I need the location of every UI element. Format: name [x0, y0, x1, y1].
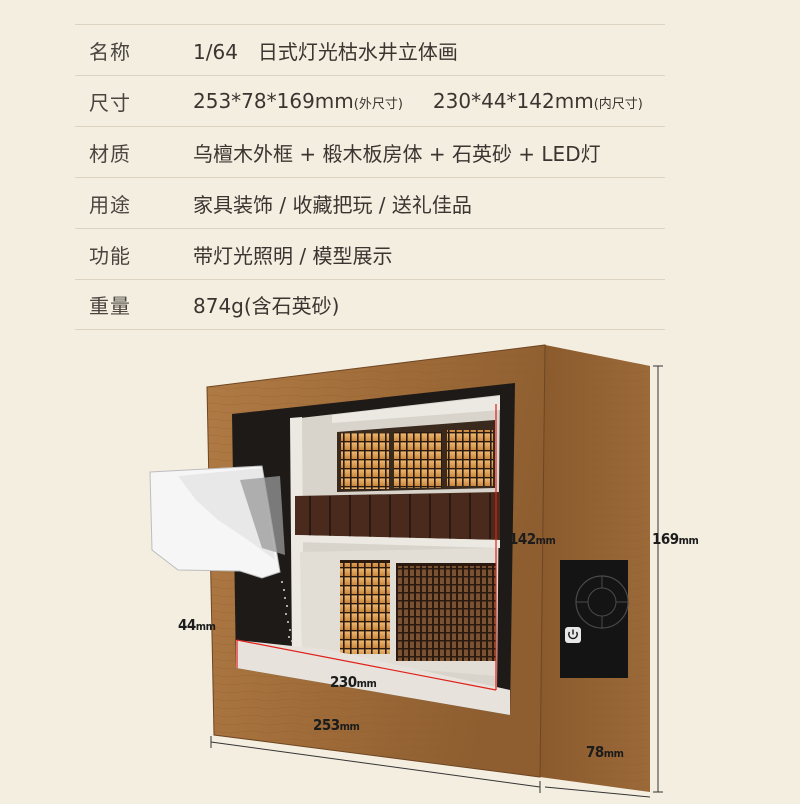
spec-row-size: 尺寸 253*78*169mm(外尺寸) 230*44*142mm(内尺寸): [75, 75, 665, 126]
spec-label: 用途: [89, 192, 131, 217]
quartz-sand-floor: [236, 640, 510, 715]
spec-label: 尺寸: [89, 90, 131, 115]
spec-value: 253*78*169mm(外尺寸) 230*44*142mm(内尺寸): [169, 89, 643, 113]
spec-value: 乌檀木外框 + 椴木板房体 + 石英砂 + LED灯: [193, 141, 601, 166]
spec-row-weight: 重量 874g(含石英砂): [75, 279, 665, 330]
spec-row-function: 功能 带灯光照明 / 模型展示: [75, 228, 665, 279]
dim-width-inner: 230mm: [330, 673, 377, 691]
dim-depth-outer: 78mm: [586, 743, 624, 761]
product-illustration: 169mm 142mm 44mm 230mm 253mm 78mm: [0, 330, 800, 800]
inner-size: 230*44*142mm: [432, 89, 594, 113]
spec-value: 874g(含石英砂): [193, 294, 340, 318]
spec-value: 家具装饰 / 收藏把玩 / 送礼佳品: [193, 192, 472, 217]
dim-height-outer: 169mm: [652, 530, 699, 548]
control-panel: [560, 560, 628, 678]
outer-size-note: (外尺寸): [353, 97, 403, 112]
sand-bag: [149, 465, 293, 642]
spec-row-usage: 用途 家具装饰 / 收藏把玩 / 送礼佳品: [75, 177, 665, 228]
spec-value: 1/64 日式灯光枯水井立体画: [193, 39, 458, 64]
spec-row-material: 材质 乌檀木外框 + 椴木板房体 + 石英砂 + LED灯: [75, 126, 665, 177]
spec-label: 材质: [89, 141, 131, 166]
spec-value: 带灯光照明 / 模型展示: [193, 243, 393, 268]
spec-label: 功能: [89, 243, 131, 268]
dim-width-outer: 253mm: [313, 716, 360, 734]
spec-row-name: 名称 1/64 日式灯光枯水井立体画: [75, 24, 665, 75]
power-icon[interactable]: [565, 627, 581, 643]
inner-size-note: (内尺寸): [593, 97, 643, 112]
spec-label: 重量: [89, 294, 131, 318]
outer-size: 253*78*169mm: [193, 89, 354, 113]
spec-label: 名称: [89, 39, 131, 64]
dimension-lines: [210, 365, 663, 798]
dim-height-inner: 142mm: [509, 530, 556, 548]
product-svg: [149, 344, 663, 798]
spec-table: 名称 1/64 日式灯光枯水井立体画 尺寸 253*78*169mm(外尺寸)2…: [75, 24, 665, 330]
dim-depth-inner: 44mm: [178, 616, 216, 634]
